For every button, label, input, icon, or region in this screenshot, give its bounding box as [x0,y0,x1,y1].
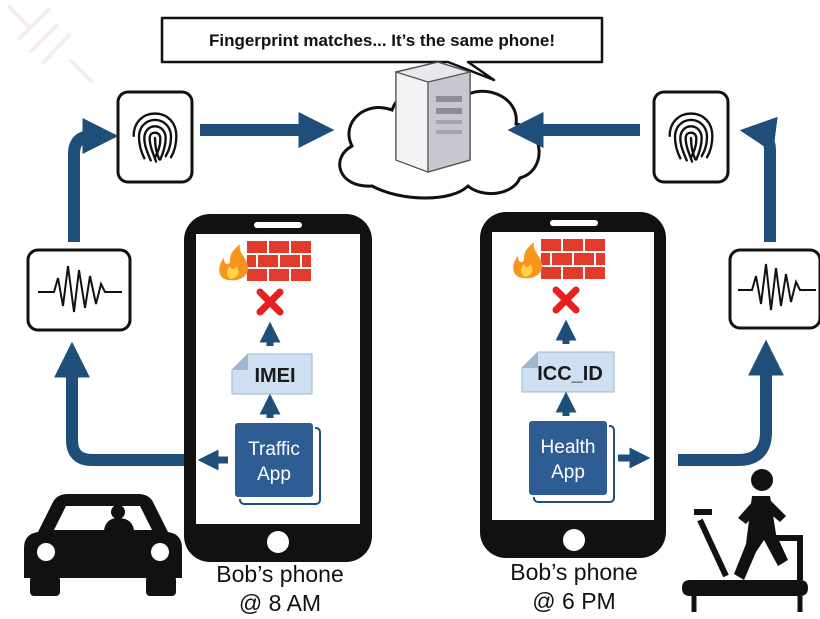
firewall-icon [245,239,313,283]
blocked-x-icon [256,288,284,316]
car-icon [24,494,182,596]
caption-left-line1: Bob’s phone [216,561,343,587]
identifier-label: ICC_ID [537,363,603,385]
app-label-line1: Traffic [248,439,300,460]
app-box-traffic: Traffic App [233,421,321,505]
speech-bubble-text: Fingerprint matches... It’s the same pho… [209,31,555,50]
identifier-label: IMEI [254,365,295,387]
app-label-line2: App [551,462,585,483]
app-label-line2: App [257,464,291,485]
app-label-line1: Health [541,437,596,458]
waveform-icon [728,248,820,330]
waveform-icon [26,248,132,332]
flow-arrows-right [507,112,784,466]
watermark [6,4,94,84]
treadmill-icon [682,469,808,612]
document-imei: IMEI [231,353,313,395]
caption-right-line2: @ 6 PM [532,588,615,614]
caption-left-line2: @ 8 AM [239,590,321,616]
server-icon [395,61,471,173]
document-iccid: ICC_ID [521,351,615,393]
fire-icon [513,242,542,279]
caption-right-line1: Bob’s phone [510,559,637,585]
blocked-x-icon [552,286,580,314]
flow-arrows-left [54,112,335,466]
firewall-icon [539,237,607,281]
fire-icon [219,244,248,281]
fingerprint-icon [116,90,194,184]
speech-bubble: Fingerprint matches... It’s the same pho… [160,16,604,82]
app-box-health: Health App [527,419,615,503]
fingerprint-icon [652,90,730,184]
